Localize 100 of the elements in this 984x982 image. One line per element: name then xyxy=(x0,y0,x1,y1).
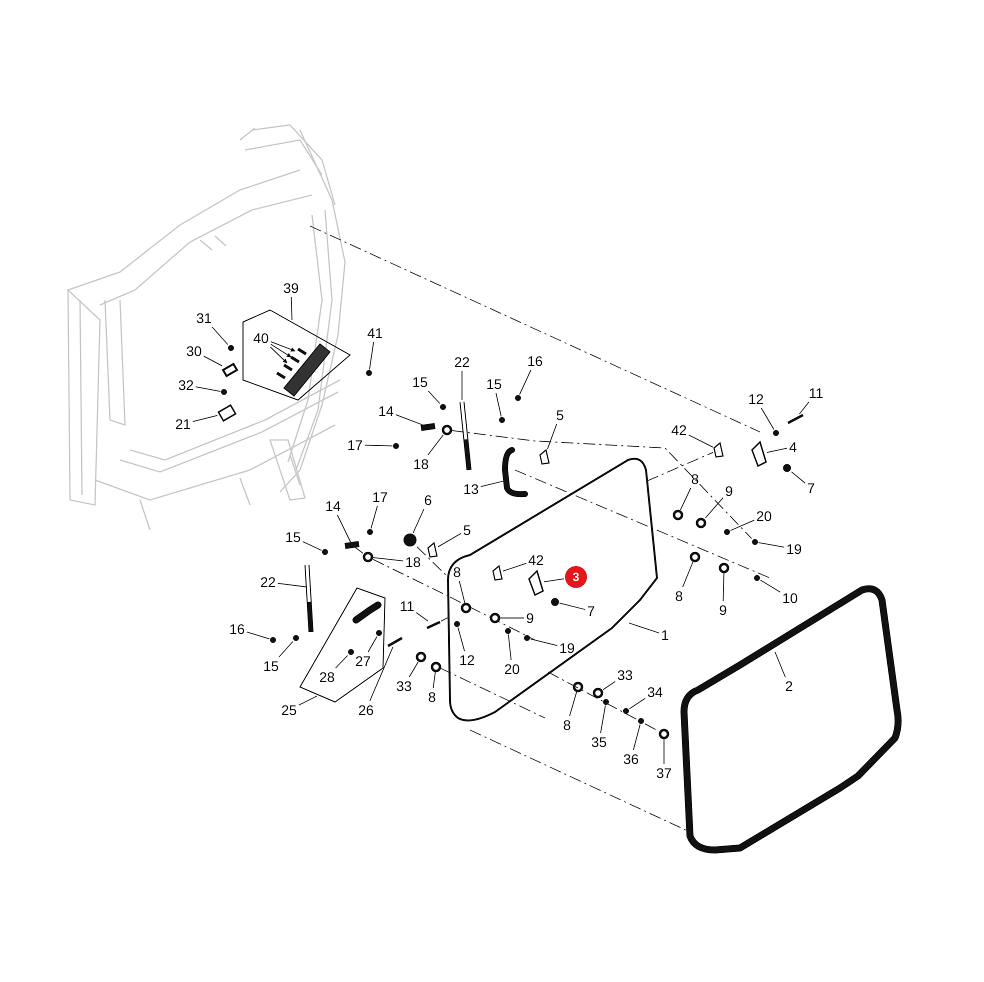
callout-number: 8 xyxy=(690,471,700,487)
screw xyxy=(515,395,521,401)
bracket xyxy=(344,541,360,549)
leader-line xyxy=(278,641,294,658)
centerline xyxy=(440,616,450,622)
gas-strut xyxy=(460,402,472,470)
bolt xyxy=(783,464,791,472)
screw xyxy=(293,635,299,641)
centerline xyxy=(646,452,714,482)
screw xyxy=(754,575,760,581)
callout-number: 5 xyxy=(462,522,472,538)
washer xyxy=(696,518,706,528)
screw xyxy=(773,430,779,436)
callout-number: 20 xyxy=(503,661,521,677)
leader-line xyxy=(760,580,781,593)
leader-line xyxy=(290,296,292,320)
leader-line xyxy=(559,602,586,610)
callout-number: 9 xyxy=(718,602,728,618)
callout-number: 25 xyxy=(280,702,298,718)
washer xyxy=(718,562,730,574)
callout-number: 34 xyxy=(646,684,664,700)
connector-block xyxy=(276,343,331,397)
callout-number: 15 xyxy=(485,376,503,392)
callout-number: 26 xyxy=(357,702,375,718)
leader-line xyxy=(212,326,228,345)
washer xyxy=(592,688,604,698)
leader-line xyxy=(547,424,558,450)
screw xyxy=(270,637,276,643)
callout-number: 9 xyxy=(724,483,734,499)
callout-number: 21 xyxy=(174,416,192,432)
callout-number: 11 xyxy=(808,385,824,401)
callout-number: 19 xyxy=(785,541,803,557)
callout-number: 14 xyxy=(377,403,395,419)
callout-number: 33 xyxy=(616,667,634,683)
leader-line xyxy=(270,341,296,352)
callout-number: 36 xyxy=(622,751,640,767)
leader-line xyxy=(629,698,646,710)
centerline xyxy=(416,546,450,578)
bracket xyxy=(713,442,724,458)
leader-line xyxy=(408,662,419,678)
callout-number: 19 xyxy=(558,640,576,656)
centerline xyxy=(452,430,752,539)
callout-number: 27 xyxy=(354,653,372,669)
leader-line xyxy=(192,414,218,422)
callout-number: 4 xyxy=(788,439,798,455)
leader-line xyxy=(544,578,564,582)
callout-number: 14 xyxy=(324,498,342,514)
door-seal xyxy=(680,585,902,854)
leader-line xyxy=(508,634,512,660)
leader-line xyxy=(416,612,428,622)
leader-line xyxy=(480,480,504,488)
latch xyxy=(751,440,767,468)
centerline xyxy=(354,546,364,554)
washer xyxy=(416,652,426,662)
leader-line xyxy=(632,724,641,750)
screw xyxy=(221,389,227,395)
callout-number: 31 xyxy=(195,310,213,326)
callout-number: 15 xyxy=(284,529,302,545)
leader-line xyxy=(203,356,223,366)
screw xyxy=(603,699,609,705)
screw xyxy=(393,443,399,449)
leader-line xyxy=(730,520,755,531)
callout-number: 8 xyxy=(427,689,437,705)
washer xyxy=(460,602,472,614)
screw xyxy=(366,370,372,376)
washer xyxy=(690,552,700,562)
screw xyxy=(440,404,446,410)
callout-number: 10 xyxy=(781,590,799,606)
leader-line xyxy=(766,448,788,453)
leader-line xyxy=(335,655,348,668)
kit-outline xyxy=(242,309,351,401)
leader-line xyxy=(530,638,558,646)
leader-line xyxy=(412,508,424,534)
leader-line xyxy=(704,497,724,518)
callout-number: 17 xyxy=(371,489,389,505)
callout-number: 1 xyxy=(660,627,670,643)
grab-handle xyxy=(502,447,528,498)
leader-line xyxy=(602,681,616,690)
callout-number: 15 xyxy=(411,374,429,390)
screw xyxy=(752,539,758,545)
leader-line xyxy=(427,434,444,456)
screw xyxy=(322,549,328,555)
callout-number: 11 xyxy=(398,598,416,614)
leader-line xyxy=(364,444,393,446)
callout-number: 7 xyxy=(806,480,816,496)
callout-number: 33 xyxy=(395,678,413,694)
pin xyxy=(426,620,441,630)
callout-number: 9 xyxy=(525,610,535,626)
screw xyxy=(228,345,234,351)
leader-line xyxy=(428,390,440,404)
callout-number: 22 xyxy=(453,354,471,370)
leader-line xyxy=(369,342,374,370)
callout-number: 18 xyxy=(404,554,422,570)
callout-number: 5 xyxy=(555,407,565,423)
leader-line xyxy=(628,622,660,634)
leader-line xyxy=(270,344,292,358)
leader-line xyxy=(760,408,774,430)
callout-number: 30 xyxy=(185,343,203,359)
washer xyxy=(672,510,684,520)
leader-line xyxy=(688,434,714,448)
